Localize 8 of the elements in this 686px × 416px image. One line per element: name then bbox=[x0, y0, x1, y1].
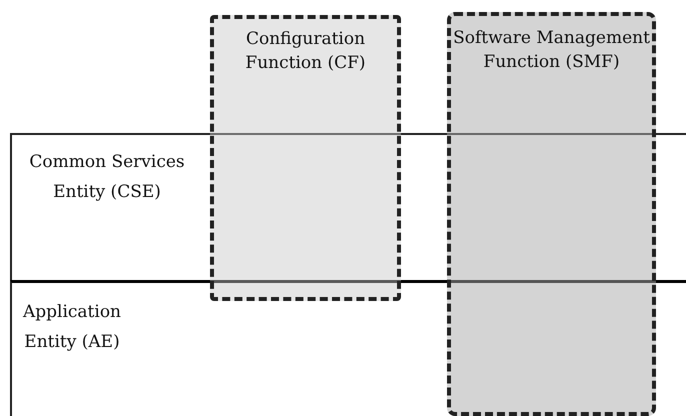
function-box bbox=[210, 15, 401, 301]
layer-label: Common Services Entity (CSE) bbox=[28, 151, 186, 204]
layer-band bbox=[10, 133, 686, 281]
layer-band bbox=[10, 280, 686, 416]
function-box bbox=[447, 12, 656, 416]
layer-label: Application Entity (AE) bbox=[22, 301, 122, 354]
function-label: Configuration Function (CF) bbox=[244, 28, 367, 75]
function-label: Software Management Function (SMF) bbox=[452, 27, 651, 74]
